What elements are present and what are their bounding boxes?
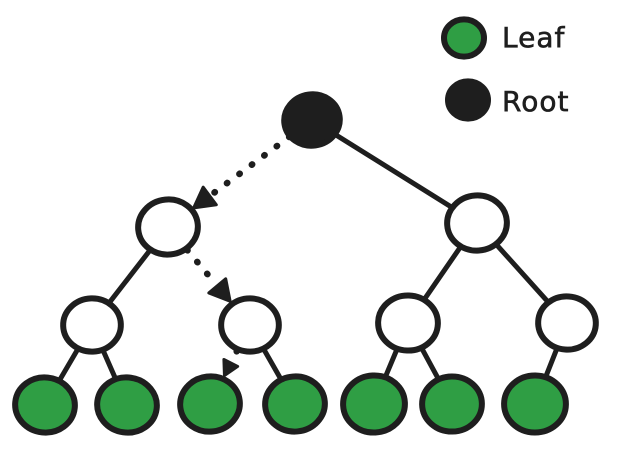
root-node <box>281 91 343 149</box>
tree-edge <box>330 130 457 212</box>
dotted-edge <box>229 347 241 363</box>
tree-edge <box>99 346 119 383</box>
tree-edges <box>56 130 560 385</box>
tree-edge <box>105 245 154 307</box>
tree-edge <box>260 345 285 384</box>
leaf-node <box>501 372 569 436</box>
tree-edge <box>542 344 560 381</box>
leaf-node <box>94 374 160 436</box>
leaf-node <box>177 373 243 435</box>
tree-edge <box>382 345 401 381</box>
legend-label-leaf: Leaf <box>502 21 565 54</box>
tree-edge <box>420 242 465 304</box>
internal-node <box>218 295 282 355</box>
internal-node <box>535 293 599 353</box>
legend-swatch-leaf <box>441 16 487 60</box>
leaf-node <box>262 373 328 435</box>
tree-edge <box>492 240 553 307</box>
legend-label-root: Root <box>502 85 569 118</box>
arrowhead-icon <box>192 185 218 210</box>
arrowhead-icon <box>207 277 232 303</box>
internal-node <box>375 292 441 354</box>
internal-node <box>60 295 124 355</box>
tree-nodes <box>12 91 599 436</box>
dotted-edge <box>209 133 293 197</box>
leaf-node <box>340 372 408 436</box>
traversal-arrows <box>184 133 293 377</box>
internal-node <box>135 196 201 258</box>
leaf-node <box>419 373 485 435</box>
internal-node <box>444 192 510 254</box>
legend-swatch-root <box>445 78 491 122</box>
tree-edge <box>418 344 442 383</box>
leaf-node <box>12 374 78 436</box>
tree-edge <box>56 344 82 385</box>
dotted-edge <box>184 246 218 287</box>
arrowhead-icon <box>222 357 240 377</box>
